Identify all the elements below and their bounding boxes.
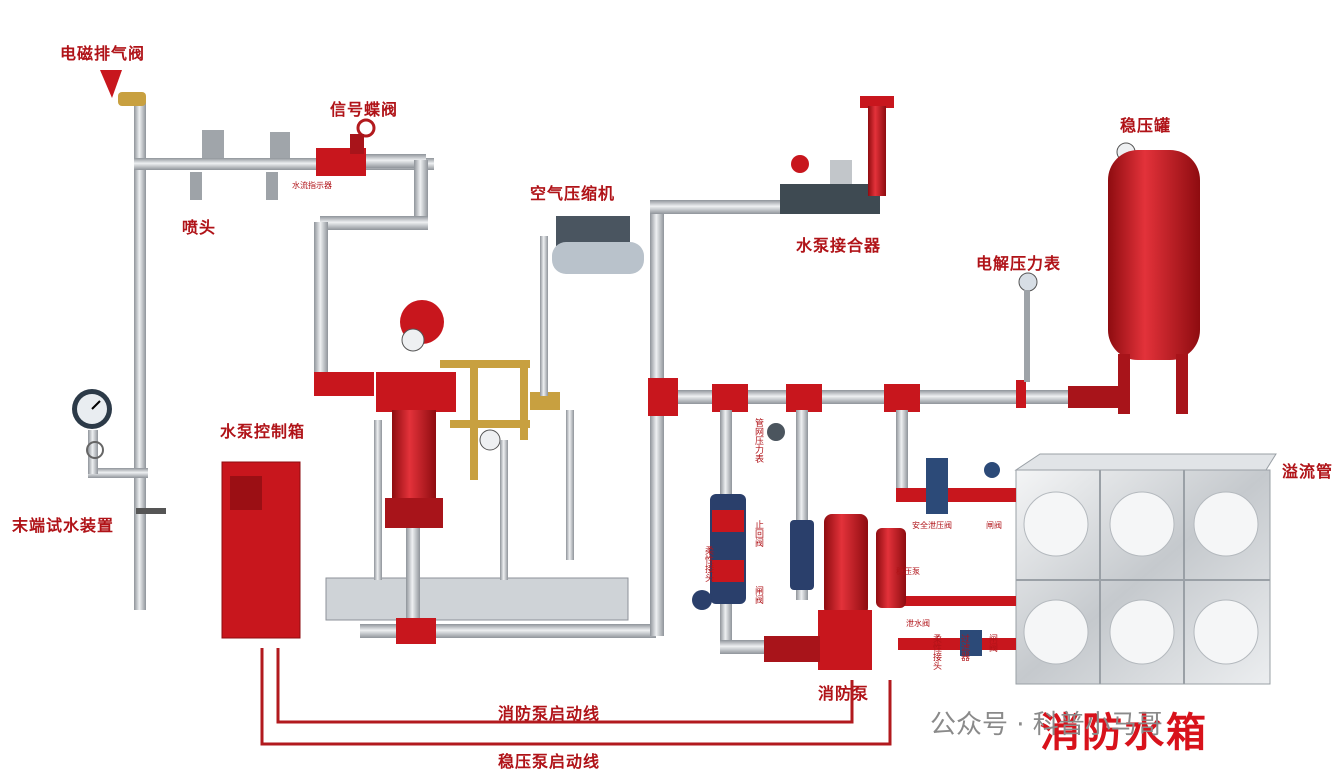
label-electrolytic-gauge: 电解压力表: [976, 254, 1062, 273]
label-end-test-device: 末端试水装置: [12, 516, 115, 535]
label-gate-valve-3: 闸阀: [987, 634, 997, 652]
sprinklers: [190, 130, 290, 200]
label-vent-valve: 电磁排气阀: [60, 44, 146, 63]
label-flexible-joint-2: 柔性接头: [931, 634, 941, 670]
pump-adapter-assembly: [780, 96, 894, 214]
label-flexible-joint: 柔性接头: [703, 546, 713, 582]
suction-pipes: [898, 596, 1016, 656]
label-pressure-tank: 稳压罐: [1120, 116, 1172, 135]
label-pipe-gauge: 管网压力表: [753, 418, 763, 463]
label-fire-pump: 消防泵: [818, 684, 870, 703]
label-stabilizer-pump: 稳压泵: [896, 567, 920, 576]
label-overflow-pipe: 溢流管: [1282, 462, 1334, 481]
pump-control-cabinet: [221, 461, 301, 639]
upper-loop: [314, 154, 428, 396]
label-water-flow-indicator: 水流指示器: [292, 181, 332, 190]
butterfly-valve: [316, 118, 376, 176]
label-pump-control-cabinet: 水泵控制箱: [220, 422, 306, 441]
label-gate-valve: 闸阀: [986, 521, 1002, 530]
valve-stacks: [692, 423, 814, 610]
fire-pumps: [764, 514, 906, 670]
relief-valve-assembly: [896, 458, 1016, 514]
label-fire-pump-start-line: 消防泵启动线: [498, 704, 601, 723]
watermark: 公众号 · 科普小马哥: [930, 710, 1163, 740]
electrolytic-gauge: [1018, 272, 1038, 382]
label-check-valve: 止回阀: [753, 520, 763, 547]
end-test-gauge: [72, 389, 112, 459]
label-safety-relief-valve: 安全泄压阀: [912, 521, 952, 530]
label-gate-valve-2: 闸阀: [753, 586, 763, 604]
vent-valve: [100, 70, 146, 106]
control-lines: [260, 648, 892, 746]
label-relief-valve: 泄水阀: [906, 619, 930, 628]
label-signal-butterfly-valve: 信号蝶阀: [330, 100, 399, 119]
label-stabilizer-start-line: 稳压泵启动线: [498, 752, 601, 771]
drain-trough: [325, 410, 656, 644]
fire-water-tank: [1014, 453, 1277, 685]
label-fire-water-tank: 消防水箱: [1040, 710, 1208, 756]
label-air-compressor: 空气压缩机: [530, 184, 616, 203]
alarm-valve-group: [376, 300, 560, 528]
label-filter: 过滤器: [959, 634, 969, 661]
pressure-tank: [1108, 142, 1200, 414]
label-pump-adapter: 水泵接合器: [796, 236, 882, 255]
label-sprinkler-head: 喷头: [182, 218, 217, 237]
air-compressor: [540, 216, 644, 396]
